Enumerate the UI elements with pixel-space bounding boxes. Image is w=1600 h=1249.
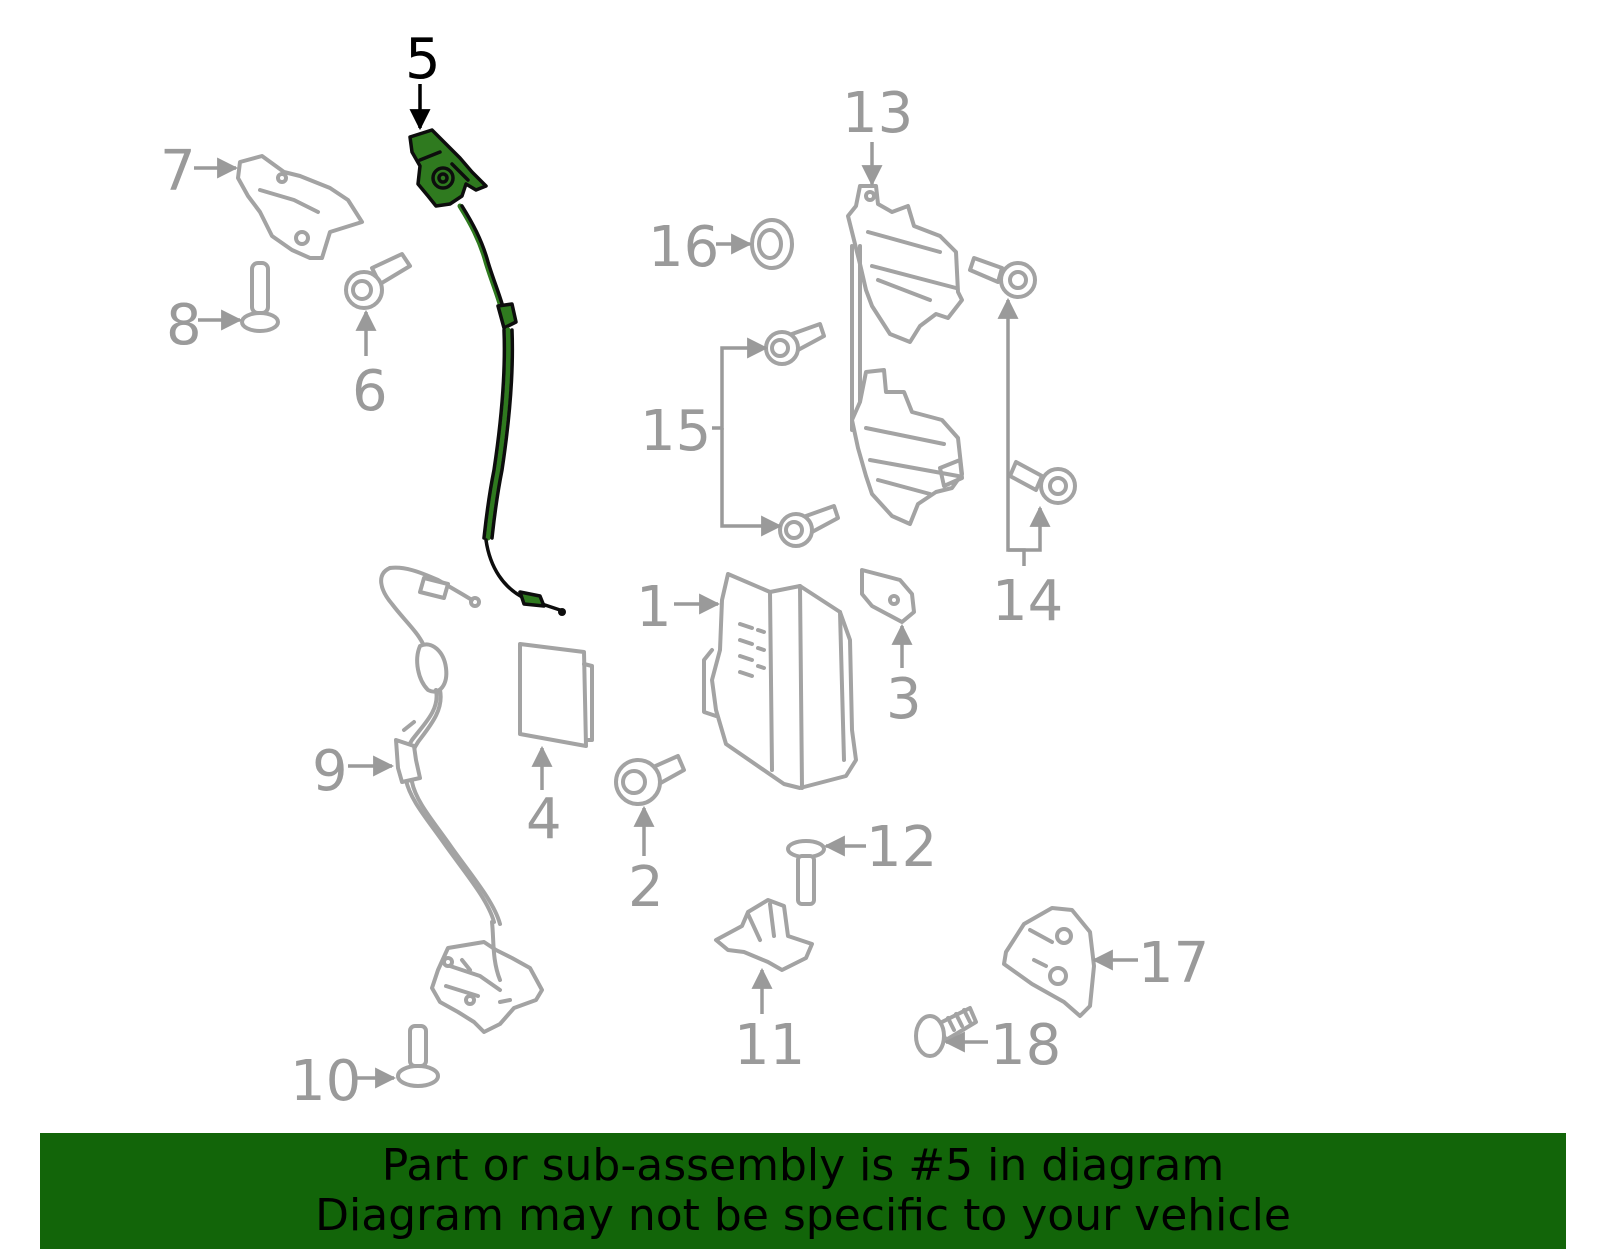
part-18-screw[interactable] (914, 1006, 978, 1058)
callout-10: 10 (290, 1049, 361, 1114)
callout-8: 8 (166, 293, 202, 358)
callout-7: 7 (160, 139, 196, 204)
part-17-bracket[interactable] (1002, 906, 1096, 1018)
callout-1: 1 (636, 575, 672, 640)
part-14-bolt-upper[interactable] (968, 256, 1037, 299)
part-11-bracket[interactable] (714, 898, 814, 972)
arrow-14-lower (1008, 505, 1051, 552)
part-2-bolt[interactable] (614, 754, 686, 806)
callout-3: 3 (886, 667, 922, 732)
part-4-plate[interactable] (518, 642, 594, 748)
part-9-cable[interactable] (379, 565, 502, 926)
callout-9: 9 (312, 739, 348, 804)
part-15-bolt-lower[interactable] (778, 504, 840, 548)
info-banner: Part or sub-assembly is #5 in diagram Di… (40, 1133, 1566, 1249)
arrow-15-bracket (712, 337, 769, 430)
callout-11: 11 (734, 1013, 805, 1078)
callout-14: 14 (992, 569, 1063, 634)
part-12-pin[interactable] (786, 839, 826, 906)
part-7-bracket[interactable] (236, 154, 364, 260)
part-10-actuator[interactable] (430, 920, 544, 1034)
callout-labels: 5 7 8 6 13 16 15 14 1 3 4 2 9 10 12 11 1… (160, 27, 1209, 1114)
part-10-pin[interactable] (396, 1024, 440, 1088)
callout-13: 13 (842, 81, 913, 146)
callout-arrows (194, 84, 1138, 1089)
banner-line-2: Diagram may not be specific to your vehi… (315, 1190, 1291, 1241)
callout-5: 5 (405, 27, 441, 92)
banner-line-1: Part or sub-assembly is #5 in diagram (381, 1140, 1225, 1191)
callout-2: 2 (628, 855, 664, 920)
part-3-clip[interactable] (860, 568, 916, 624)
arrow-14-bracket (997, 297, 1026, 566)
part-15-bolt-upper[interactable] (764, 322, 826, 366)
callout-16: 16 (648, 215, 719, 280)
part-14-bolt-lower[interactable] (1008, 460, 1077, 505)
callout-15: 15 (640, 399, 711, 464)
part-8-pin[interactable] (240, 261, 280, 333)
part-6-bolt[interactable] (344, 252, 412, 310)
arrow-15-lower (720, 428, 783, 537)
part-13-latch[interactable] (846, 184, 964, 526)
callout-12: 12 (866, 815, 937, 880)
callout-18: 18 (990, 1013, 1061, 1078)
part-5-cable[interactable] (408, 128, 566, 616)
part-1-module[interactable] (702, 572, 858, 790)
part-16-washer[interactable] (750, 218, 794, 270)
callout-4: 4 (526, 787, 562, 852)
callout-17: 17 (1138, 931, 1209, 996)
callout-6: 6 (352, 359, 388, 424)
